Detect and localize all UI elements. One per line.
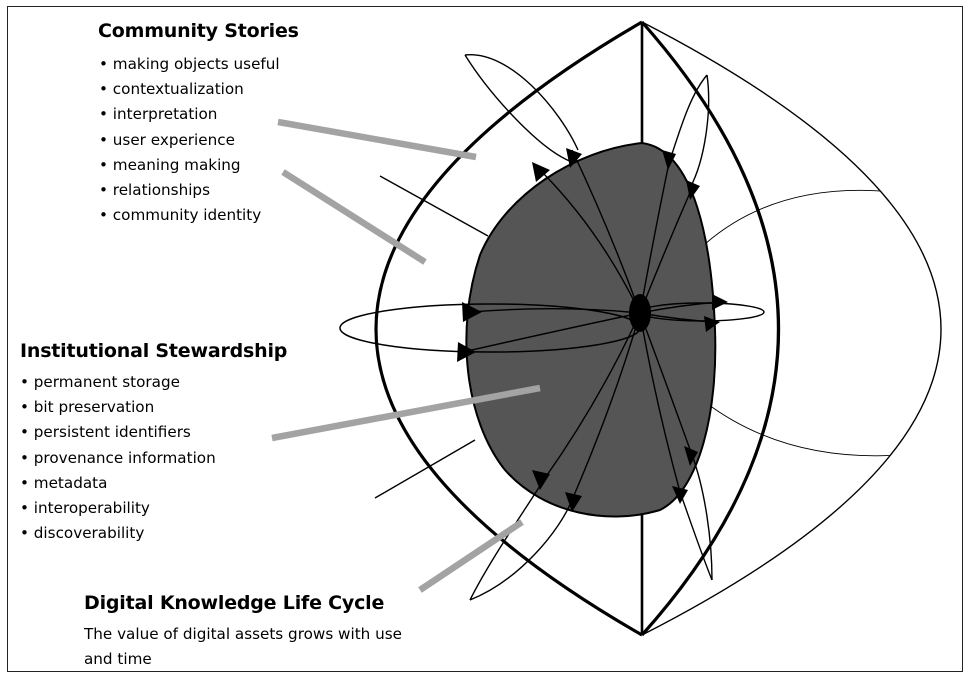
dark-core — [465, 141, 717, 518]
core-meridians — [462, 149, 721, 501]
list-item: user experience — [99, 128, 280, 153]
flow-arrowheads — [457, 148, 728, 512]
community-stories-heading: Community Stories — [98, 20, 299, 42]
institutional-stewardship-heading: Institutional Stewardship — [20, 340, 288, 362]
outer-loop-upper-left — [464, 54, 573, 163]
life-cycle-heading: Digital Knowledge Life Cycle — [84, 592, 385, 614]
list-item: permanent storage — [20, 370, 216, 395]
list-item: meaning making — [99, 153, 280, 178]
callout-pointer-lines — [271, 118, 541, 593]
list-item: interoperability — [20, 496, 216, 521]
list-item: bit preservation — [20, 395, 216, 420]
list-item: metadata — [20, 471, 216, 496]
list-item: community identity — [99, 203, 280, 228]
pointer-stewardship — [271, 384, 541, 442]
list-item: persistent identifiers — [20, 420, 216, 445]
pointer-community-1 — [277, 118, 477, 161]
sphere-right-hemisphere — [641, 21, 942, 636]
list-item: relationships — [99, 178, 280, 203]
life-cycle-description: The value of digital assets grows with u… — [84, 625, 402, 668]
pointer-community-2 — [281, 169, 427, 265]
community-stories-list: making objects useful contextualization … — [99, 52, 280, 228]
outer-loop-lower-right — [679, 491, 713, 581]
outer-loop-lower-left — [469, 477, 546, 601]
pointer-life-cycle — [418, 519, 524, 593]
institutional-stewardship-list: permanent storage bit preservation persi… — [20, 370, 216, 546]
list-item: interpretation — [99, 102, 280, 127]
diagram-frame — [7, 6, 963, 672]
list-item: contextualization — [99, 77, 280, 102]
outer-loop-upper-right — [669, 74, 708, 161]
center-node — [629, 294, 651, 332]
list-item: making objects useful — [99, 52, 280, 77]
list-item: provenance information — [20, 446, 216, 471]
list-item: discoverability — [20, 521, 216, 546]
